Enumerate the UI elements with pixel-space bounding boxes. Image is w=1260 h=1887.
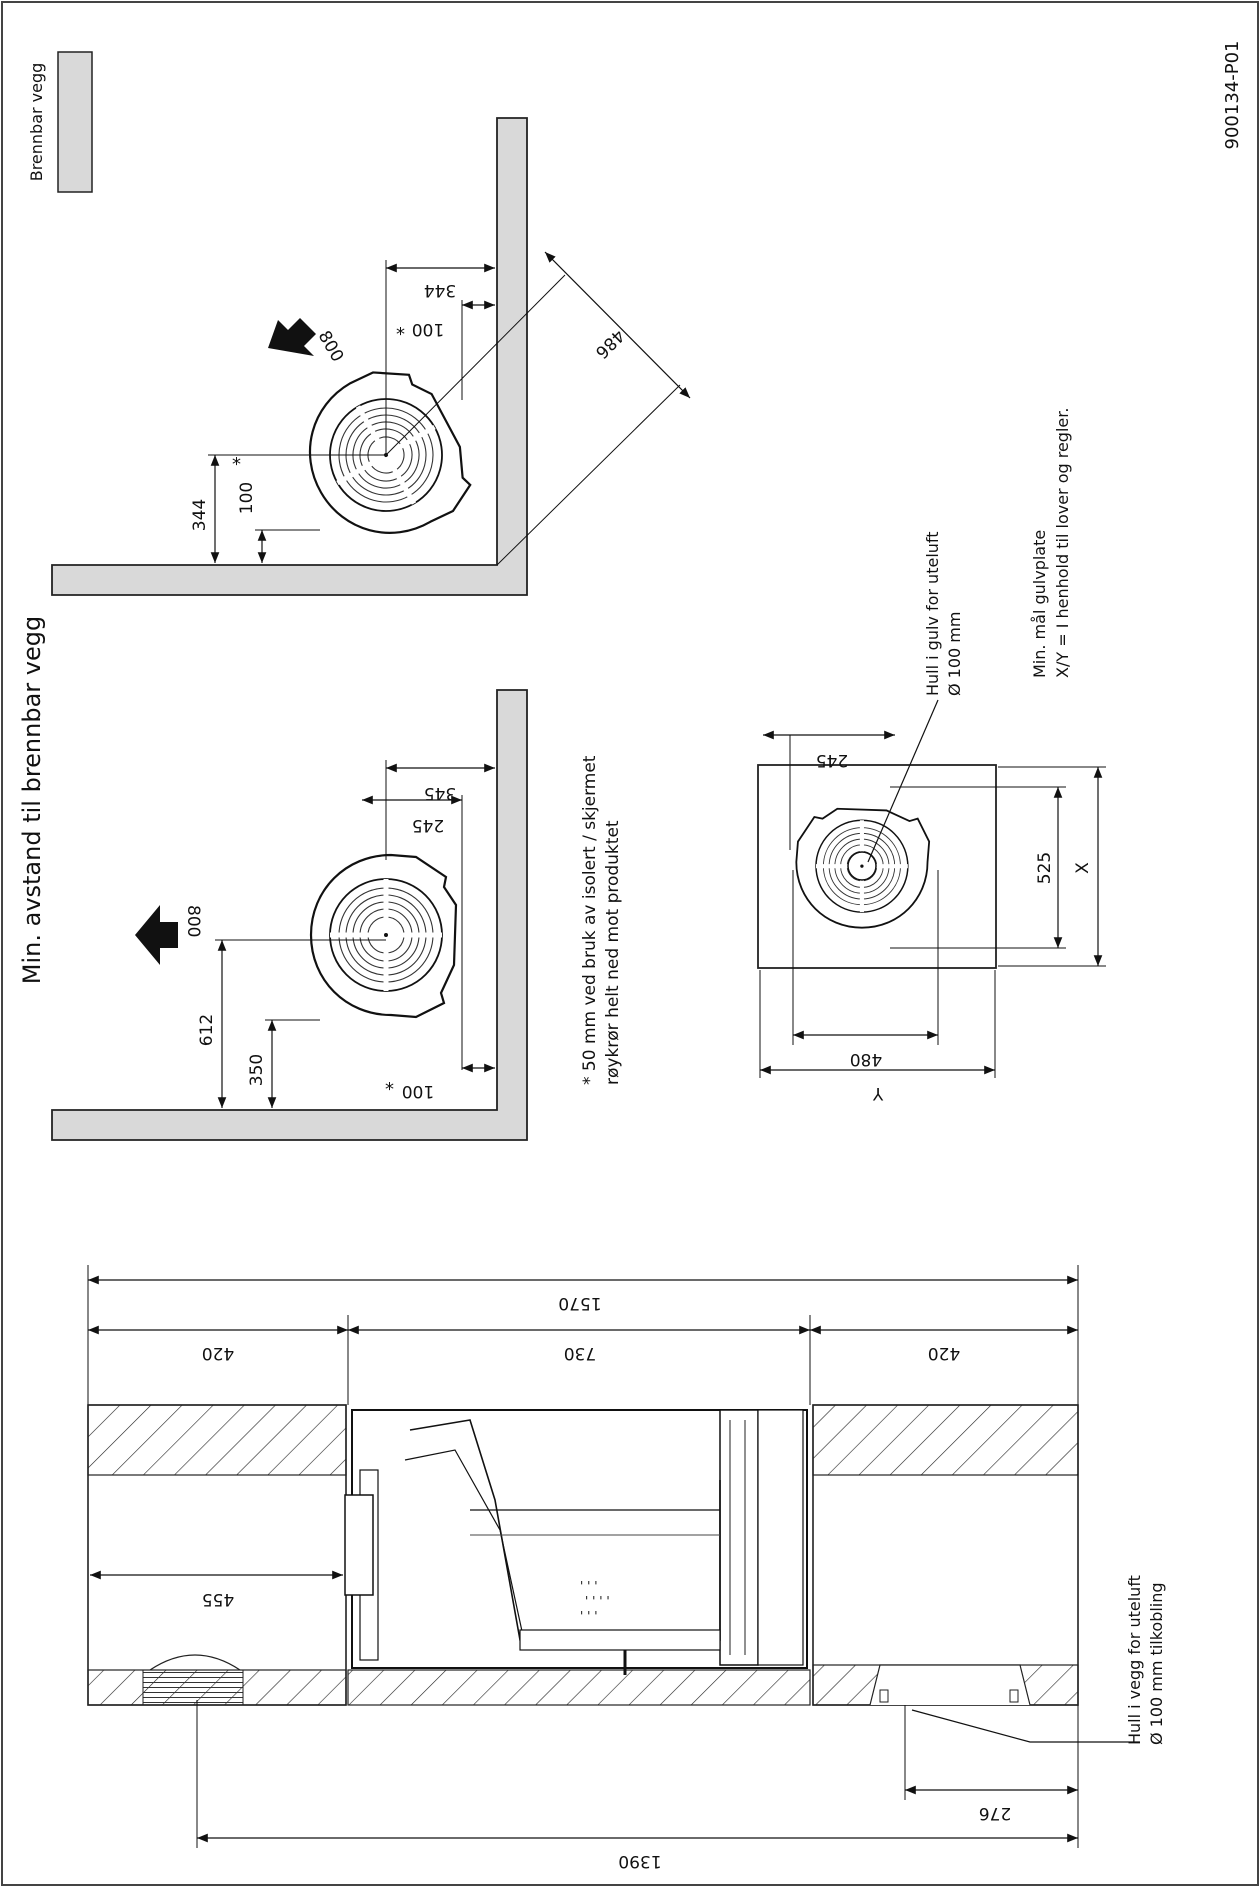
- floor-hole-size: Ø 100 mm: [945, 612, 964, 696]
- dim-back-side: 612: [197, 1014, 217, 1046]
- dim-length-section: 1390: [618, 1851, 661, 1871]
- floor-plate-note-1: Min. mål gulvplate: [1030, 530, 1049, 678]
- wall-section-corner: [51, 117, 528, 596]
- dim-y: Y: [872, 1083, 884, 1103]
- wall-hole-label: Hull i vegg for uteluft: [1125, 1575, 1144, 1745]
- footnote: * 50 mm ved bruk av isolert / skjermet r…: [580, 755, 623, 1085]
- legend-swatch: [57, 51, 93, 193]
- dim-side-reduced-side: 245: [412, 815, 444, 835]
- dim-y-inner: 480: [850, 1049, 882, 1069]
- section-view: 1570 420 730 420: [87, 1265, 1166, 1871]
- dim-a-corner: 344: [190, 499, 210, 531]
- svg-text:' ' ' ': ' ' ' ': [585, 1594, 610, 1608]
- drawing-id: 900134-P01: [1222, 41, 1243, 150]
- floor-hole-label: Hull i gulv for uteluft: [923, 531, 942, 696]
- direction-arrow-side: 800: [135, 905, 203, 965]
- dim-back-reduced-side: 350: [247, 1054, 267, 1086]
- legend-label: Brennbar vegg: [27, 63, 46, 182]
- side-clearance-view: 800 612 350 345 245 100 *: [51, 689, 528, 1141]
- direction-arrow-corner: 800: [268, 318, 347, 366]
- legend: Brennbar vegg: [27, 51, 93, 193]
- svg-text:røykrør helt ned mot produktet: røykrør helt ned mot produktet: [603, 820, 623, 1085]
- dim-left-section: 420: [202, 1343, 234, 1363]
- svg-text:800: 800: [183, 905, 203, 937]
- stove-outline-corner: [281, 351, 488, 564]
- section-title: Min. avstand til brennbar vegg: [18, 616, 46, 984]
- dim-offset-section: 276: [979, 1803, 1011, 1823]
- dim-right-section: 420: [928, 1343, 960, 1363]
- svg-text:*: *: [396, 324, 405, 345]
- floor-plate-view: 245 525 X 480 Y Hull i gulv for uteluft …: [757, 408, 1106, 1103]
- svg-text:' ' ': ' ' ': [580, 1609, 598, 1623]
- wall-hole-size: Ø 100 mm tilkobling: [1147, 1582, 1166, 1745]
- dim-x: X: [1073, 862, 1093, 874]
- dim-top-floor: 245: [816, 750, 848, 770]
- svg-text:' ' ': ' ' ': [580, 1579, 598, 1593]
- dim-total-section: 1570: [558, 1293, 601, 1313]
- dim-mid-section: 730: [564, 1343, 596, 1363]
- wall-section-side: [51, 689, 528, 1141]
- svg-text:800: 800: [314, 328, 348, 366]
- dim-x-inner: 525: [1035, 852, 1055, 884]
- dim-wall-side: 100: [402, 1081, 434, 1101]
- svg-text:*: *: [232, 454, 241, 475]
- dim-b-reduced-corner: 100: [412, 319, 444, 339]
- dim-a-reduced-corner: 100: [237, 482, 257, 514]
- stove-outline-side: [311, 855, 456, 1017]
- dim-b-corner: 344: [424, 280, 456, 300]
- svg-text:* 50 mm ved bruk av isolert /: * 50 mm ved bruk av isolert / skjermet: [580, 755, 600, 1085]
- svg-text:*: *: [385, 1079, 394, 1100]
- corner-clearance-view: 800 344 100 * 344 100 * 486: [51, 117, 691, 596]
- dim-inner-section: 455: [202, 1589, 234, 1609]
- floor-plate-note-2: X/Y = I henhold til lover og regler.: [1053, 408, 1072, 678]
